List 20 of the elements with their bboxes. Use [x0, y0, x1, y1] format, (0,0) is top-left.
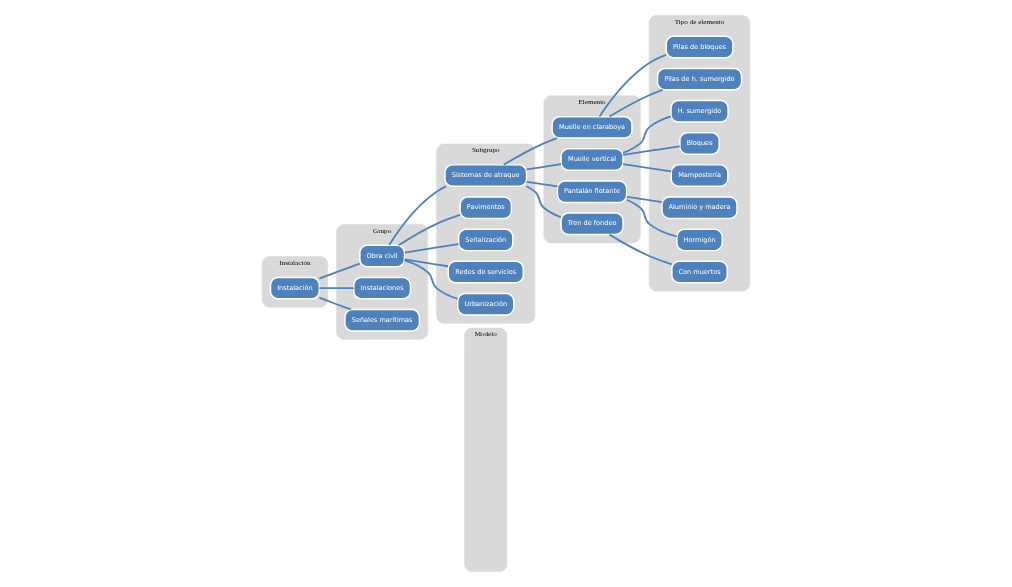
connector — [388, 185, 447, 246]
connector — [318, 296, 352, 311]
connector — [608, 233, 673, 266]
connector — [622, 163, 673, 173]
connector — [525, 163, 562, 171]
connector — [598, 53, 667, 118]
connector — [502, 137, 558, 166]
connector — [403, 243, 460, 254]
connector — [403, 259, 459, 300]
connector — [397, 214, 461, 247]
connector — [625, 198, 678, 238]
connector — [403, 258, 449, 268]
connector — [608, 88, 664, 118]
connector — [525, 185, 562, 219]
connector — [622, 115, 672, 154]
connector — [318, 287, 355, 290]
connector — [625, 195, 663, 204]
connector — [622, 145, 681, 156]
connector — [318, 262, 361, 280]
connector — [525, 180, 559, 188]
